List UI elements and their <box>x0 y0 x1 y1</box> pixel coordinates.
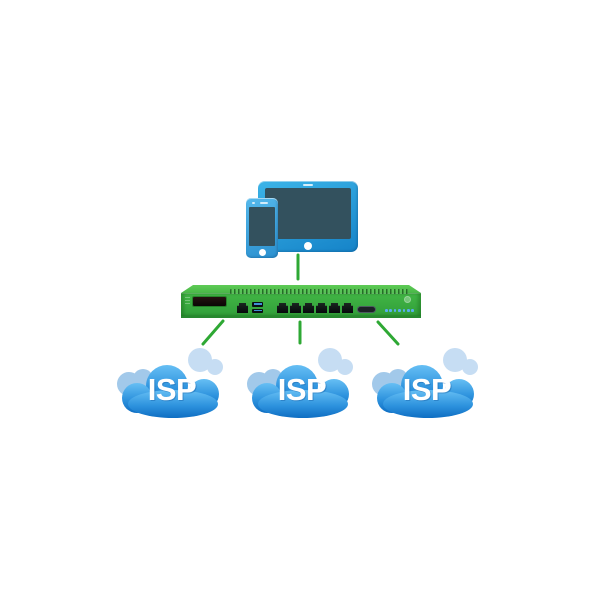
link-router-isp3 <box>376 320 400 346</box>
isp-label: ISP <box>148 372 196 407</box>
led-indicators <box>385 309 417 312</box>
router-front-panel <box>181 289 421 318</box>
usb-ports-icon <box>252 302 263 313</box>
lan-port-icon <box>342 303 353 313</box>
router-appliance-icon <box>181 285 421 318</box>
phone-screen <box>249 207 275 246</box>
isp-label: ISP <box>403 372 451 407</box>
lan-port-icon <box>316 303 327 313</box>
lcd-display <box>193 297 226 306</box>
isp-label: ISP <box>278 372 326 407</box>
vendor-logo-mark <box>404 296 411 303</box>
isp-cloud-icon: ISP <box>372 348 478 418</box>
lan-port-icon <box>277 303 288 313</box>
tablet-camera-icon <box>303 183 313 186</box>
lan-port-icon <box>303 303 314 313</box>
tablet-home-button-icon <box>304 241 312 250</box>
smartphone-icon <box>246 198 278 258</box>
isp-cloud-icon: ISP <box>117 348 223 418</box>
lan-port-icon <box>329 303 340 313</box>
isp-cloud-icon: ISP <box>247 348 353 418</box>
phone-camera-icon <box>252 201 255 204</box>
wan-ethernet-port-icon <box>237 303 248 313</box>
link-router-isp1 <box>201 319 225 346</box>
phone-speaker-icon <box>260 202 268 204</box>
phone-home-button-icon <box>258 248 266 256</box>
tablet-screen <box>265 188 351 239</box>
vga-port-icon <box>357 306 376 313</box>
vent-grille <box>230 289 408 294</box>
lan-port-icon <box>290 303 301 313</box>
panel-markings <box>185 297 190 305</box>
